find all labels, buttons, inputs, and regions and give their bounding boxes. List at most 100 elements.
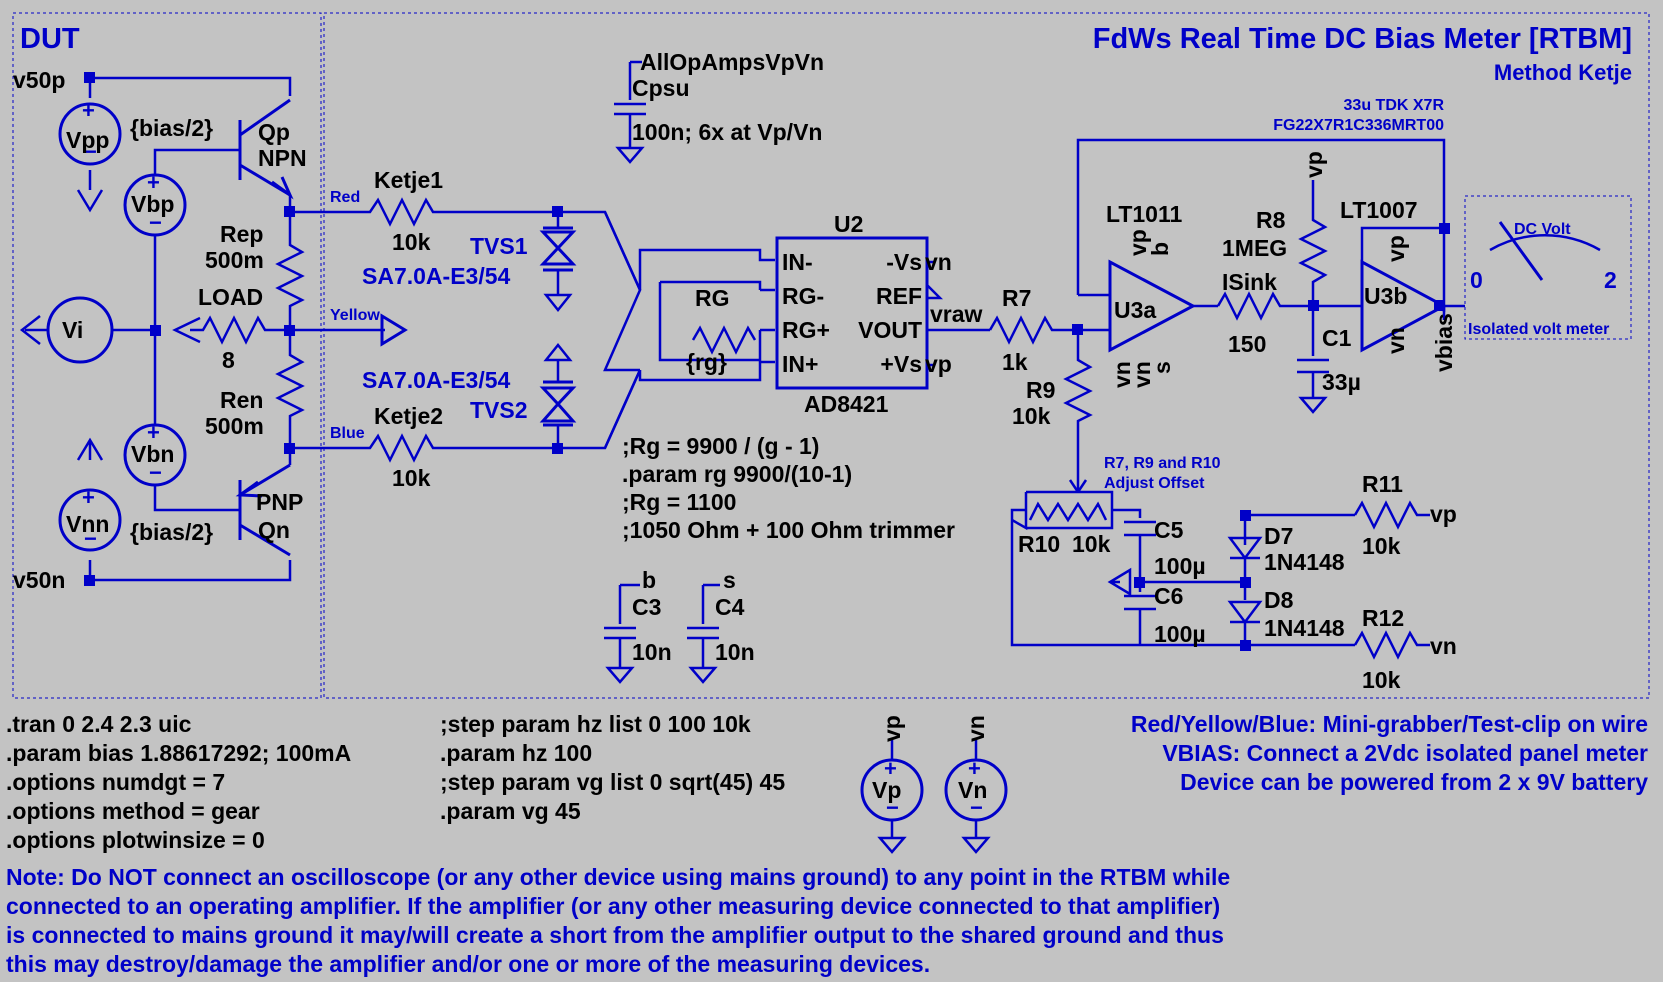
- svg-text:+: +: [147, 420, 160, 445]
- u3a-circuit: [988, 138, 1446, 492]
- load-value: 8: [222, 347, 235, 373]
- svg-text:+: +: [147, 170, 160, 195]
- u2-pin-in-plus: IN+: [782, 351, 818, 377]
- u3b-circuit: [1360, 223, 1465, 353]
- r12-net: vn: [1430, 633, 1457, 659]
- u2-pin-neg-vs: -Vs: [886, 249, 922, 275]
- u3b-pin-vp: vp: [1383, 235, 1409, 262]
- cpsu-cap: [614, 60, 646, 164]
- directive-line: ;step param hz list 0 100 10k: [440, 711, 751, 737]
- directive-line: .param bias 1.88617292; 100mA: [6, 740, 351, 766]
- rep-value: 500m: [205, 247, 264, 273]
- tvs1-label: TVS1: [470, 233, 528, 259]
- rg-comments: ;Rg = 9900 / (g - 1) .param rg 9900/(10-…: [622, 433, 955, 543]
- rep-label: Rep: [220, 221, 263, 247]
- u2-part: AD8421: [804, 391, 889, 417]
- pnp-label: PNP: [256, 489, 303, 515]
- u2-pin-in-minus: IN-: [782, 249, 813, 275]
- svg-text:−: −: [970, 795, 983, 820]
- tvs2-part: SA7.0A-E3/54: [362, 367, 511, 393]
- c6-value: 100µ: [1154, 621, 1206, 647]
- cpsu-value: 100n; 6x at Vp/Vn: [632, 119, 822, 145]
- isink-label: ISink: [1222, 269, 1277, 295]
- r7-value: 1k: [1002, 349, 1028, 375]
- directive-line: .options plotwinsize = 0: [6, 827, 265, 853]
- isink-value: 150: [1228, 331, 1266, 357]
- c4-net: s: [723, 567, 736, 593]
- d7-label: D7: [1264, 523, 1293, 549]
- meter-label: Isolated volt meter: [1468, 321, 1609, 338]
- warning-line: this may destroy/damage the amplifier an…: [6, 951, 930, 977]
- r8-net: vp: [1301, 151, 1327, 178]
- directive-line: .options numdgt = 7: [6, 769, 225, 795]
- vp-source-net: vp: [879, 715, 905, 742]
- c3-net: b: [642, 567, 656, 593]
- load-label: LOAD: [198, 284, 263, 310]
- ketje1-label: Ketje1: [374, 167, 443, 193]
- tvs1-part: SA7.0A-E3/54: [362, 263, 511, 289]
- r10-label: R10: [1018, 531, 1060, 557]
- wire-blue-label: Blue: [330, 425, 365, 442]
- u2-pin-rg-minus: RG-: [782, 283, 824, 309]
- u3a-label: U3a: [1114, 297, 1156, 323]
- u2-label: U2: [834, 211, 863, 237]
- vn-source-net: vn: [963, 715, 989, 742]
- u2-pin-pos-vs: +Vs: [880, 351, 922, 377]
- u2-pin-rg-plus: RG+: [782, 317, 830, 343]
- r11-net: vp: [1430, 501, 1457, 527]
- u2-pin-vout: VOUT: [858, 317, 922, 343]
- c4-label: C4: [715, 594, 745, 620]
- warning-line: Note: Do NOT connect an oscilloscope (or…: [6, 864, 1230, 890]
- r10-value: 10k: [1072, 531, 1111, 557]
- page-subtitle: Method Ketje: [1494, 60, 1632, 85]
- u3a-pin-vn1: vn: [1109, 361, 1135, 388]
- rg-comment-line: .param rg 9900/(10-1): [622, 461, 852, 487]
- warning-line: connected to an operating amplifier. If …: [6, 893, 1220, 919]
- offset-note-2: Adjust Offset: [1104, 475, 1205, 492]
- vbn-label: Vbn: [131, 441, 174, 467]
- r7-label: R7: [1002, 285, 1031, 311]
- meter-title: DC Volt: [1514, 221, 1571, 238]
- ketje2-label: Ketje2: [374, 403, 443, 429]
- svg-text:+: +: [82, 485, 95, 510]
- offset-note-1: R7, R9 and R10: [1104, 455, 1221, 472]
- rg-value: {rg}: [686, 349, 727, 375]
- dut-circuit: + − + − + − + −: [19, 72, 408, 586]
- c1-note-1: 33u TDK X7R: [1344, 97, 1445, 114]
- bias-bot-label: {bias/2}: [130, 519, 213, 545]
- d7-part: 1N4148: [1264, 549, 1345, 575]
- cpsu-net: AllOpAmpsVpVn: [640, 49, 824, 75]
- directive-line: ;step param vg list 0 sqrt(45) 45: [440, 769, 785, 795]
- vnn-label: Vnn: [66, 511, 109, 537]
- u2-net-vp: vp: [925, 351, 952, 377]
- u3b-label: U3b: [1364, 283, 1407, 309]
- ren-label: Ren: [220, 387, 263, 413]
- d8-label: D8: [1264, 587, 1294, 613]
- u2-net-vraw: vraw: [930, 301, 983, 327]
- c1-label: C1: [1322, 325, 1352, 351]
- vn-source-label: Vn: [958, 777, 987, 803]
- dut-frame: [12, 12, 1650, 699]
- svg-text:−: −: [149, 460, 162, 485]
- warning-note: Note: Do NOT connect an oscilloscope (or…: [6, 864, 1230, 977]
- qp-label: Qp: [258, 119, 290, 145]
- r11-label: R11: [1362, 471, 1403, 497]
- u3a-pin-vn2: vn: [1129, 361, 1155, 388]
- r8-value: 1MEG: [1222, 235, 1287, 261]
- net-v50p: v50p: [13, 67, 65, 93]
- c3-label: C3: [632, 594, 661, 620]
- u2-pin-ref: REF: [876, 283, 922, 309]
- ren-value: 500m: [205, 413, 264, 439]
- directive-line: .options method = gear: [6, 798, 260, 824]
- warning-line: is connected to mains ground it may/will…: [6, 922, 1224, 948]
- rg-comment-line: ;Rg = 1100: [622, 489, 736, 515]
- wire-red-label: Red: [330, 189, 360, 206]
- c5-label: C5: [1154, 517, 1184, 543]
- r12-label: R12: [1362, 605, 1404, 631]
- vi-label: Vi: [62, 317, 83, 343]
- meter-max: 2: [1604, 267, 1617, 293]
- lt1011-label: LT1011: [1106, 201, 1182, 227]
- c3-c4-caps: [604, 583, 720, 684]
- meter-min: 0: [1470, 267, 1483, 293]
